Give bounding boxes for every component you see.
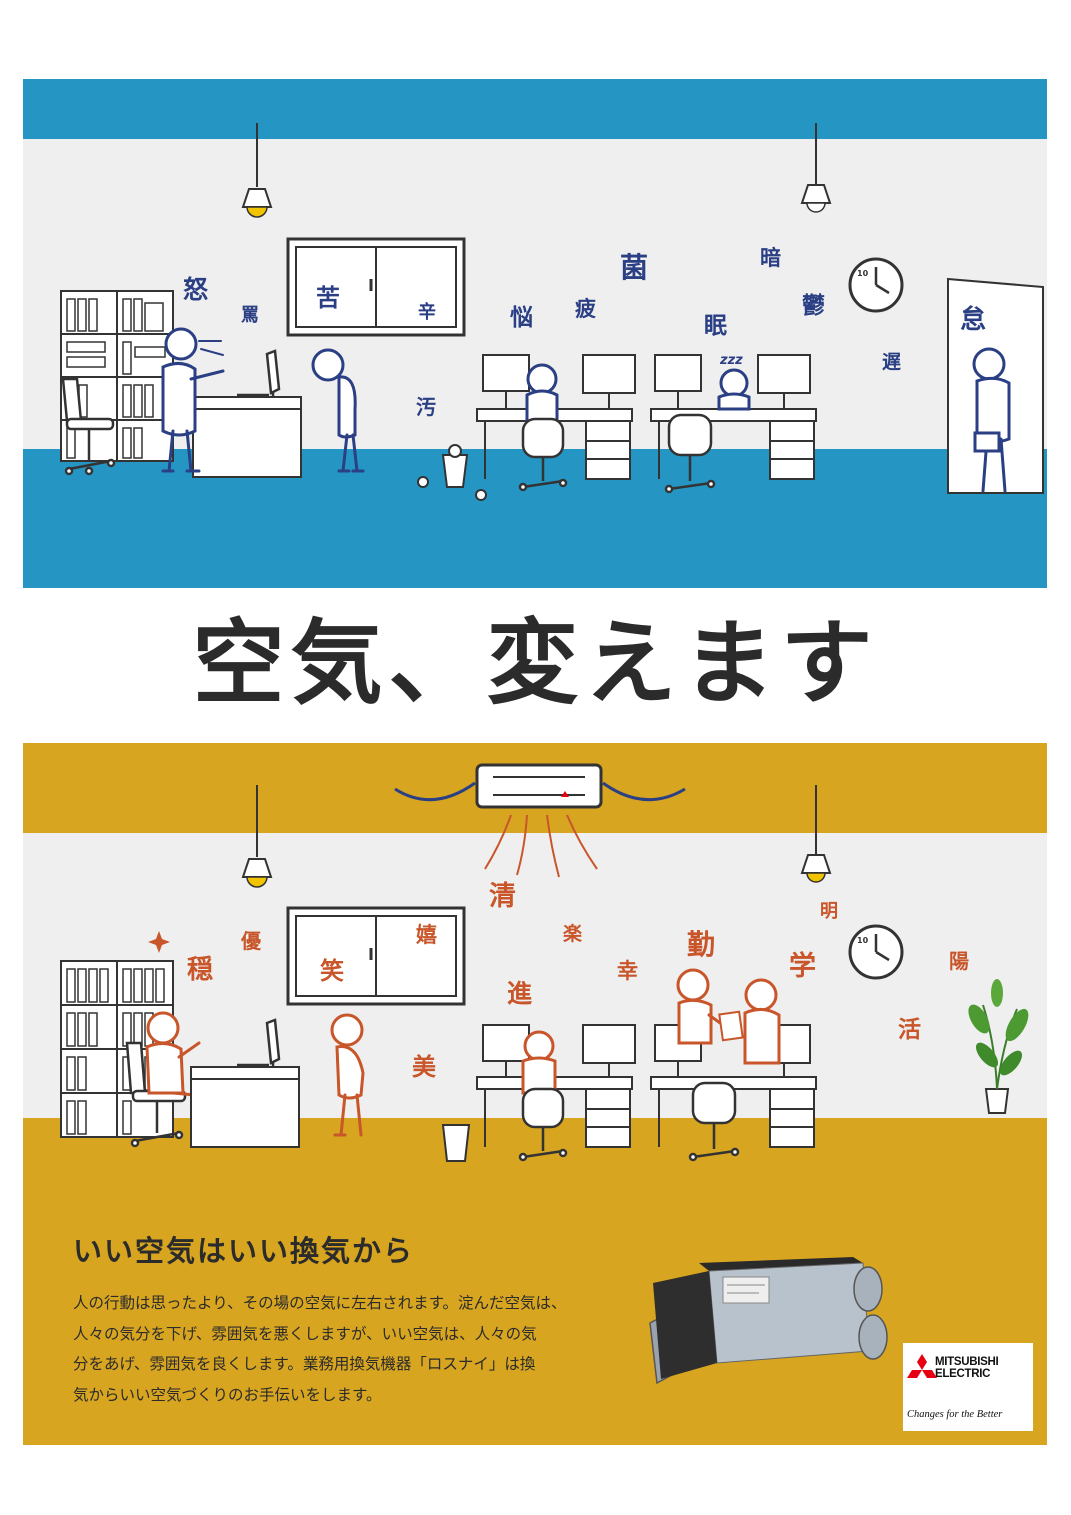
positive-kanji-happy: 嬉 [416,923,437,947]
brand-name-line2: ELECTRIC [935,1368,991,1380]
body-line: 分をあげ、雰囲気を良くします。業務用換気機器「ロスナイ」は換 [73,1355,536,1373]
stress-kanji-lazy: 怠 [960,305,987,335]
ceiling-lamp-icon [800,123,832,213]
office-chair-icon [518,417,568,492]
positive-kanji-lively: 活 [898,1017,921,1043]
office-chair-icon [125,1041,187,1148]
positive-kanji-progress: 進 [507,979,533,1008]
sleeping-worker-figure [717,368,751,411]
office-chair-icon [688,1081,740,1162]
fresh-office-scene [23,743,1047,1445]
brand-tagline: Changes for the Better [907,1409,1003,1420]
angry-manager-figure [161,327,225,473]
window-icon [286,906,466,1006]
body-line: 人の行動は思ったより、その場の空気に左右されます。淀んだ空気は、 [73,1294,567,1312]
stress-kanji-suffering: 苦 [316,284,340,312]
stress-kanji-bitter: 辛 [418,302,436,323]
positive-kanji-beauty: 美 [412,1053,436,1081]
discussing-worker-figure [676,968,725,1045]
wall-clock-icon [848,924,904,980]
positive-kanji-fun: 楽 [563,923,583,945]
body-line: 気からいい空気づくりのお手伝いをします。 [73,1385,382,1404]
stale-office-scene [23,79,1047,588]
bookshelf-icon [60,290,174,462]
positive-kanji-smile: 笑 [320,957,344,985]
mitsubishi-electric-logo: MITSUBISHI ELECTRIC Changes for the Bett… [903,1343,1033,1431]
office-chair-icon [664,413,716,494]
late-worker-figure [972,347,1011,493]
three-diamonds-logo-icon [907,1354,937,1378]
bowing-worker-figure [311,348,365,473]
stress-kanji-germ: 菌 [620,251,649,284]
stress-kanji-dirty: 汚 [416,395,436,419]
positive-kanji-learn: 学 [789,951,816,982]
stale-air-illustration: 怒 罵 苦 辛 汚 悩 疲 菌 暗 眠 zzz 鬱 遅 怠 10 [23,79,1047,588]
stress-kanji-dark: 暗 [760,246,781,270]
fresh-air-illustration: 穏 優 笑 嬉 清 楽 進 美 幸 勤 学 明 陽 活 10 [23,743,1047,1445]
sparkle-icon [148,931,170,953]
focused-worker-figure [521,1030,557,1095]
window-icon [286,237,466,337]
office-chair-icon [518,1087,568,1162]
worried-worker-figure [525,363,559,429]
computer-monitor-icon [237,1018,281,1067]
stress-kanji-worry: 悩 [510,305,533,331]
positive-kanji-fortune: 幸 [617,959,638,983]
body-copy: 人の行動は思ったより、その場の空気に左右されます。淀んだ空気は、 人々の気分を下… [73,1288,613,1410]
stress-kanji-abuse: 罵 [241,305,259,326]
positive-kanji-sunny: 陽 [949,949,969,973]
positive-kanji-clean: 清 [489,881,516,912]
bookshelf-icon [60,960,174,1138]
clock-number-label: 10 [857,936,869,945]
ceiling-lamp-icon [241,785,273,888]
zzz-label: zzz [720,353,743,368]
computer-monitor-icon [237,349,281,397]
stress-kanji-depression: 鬱 [802,293,825,319]
wall-clock-icon [848,257,904,313]
thinking-worker-figure [330,1013,365,1137]
body-line: 人々の気分を下げ、雰囲気を悪くしますが、いい空気は、人々の気 [73,1324,537,1343]
positive-kanji-bright: 明 [820,901,838,922]
ceiling-lamp-icon [800,785,832,883]
stress-kanji-sleep: 眠 [704,313,727,339]
ceiling-lamp-icon [241,123,273,218]
main-headline: 空気、変えます [192,609,879,717]
desk-icon [190,1066,300,1148]
positive-kanji-calm: 穏 [187,955,214,985]
positive-kanji-gentle: 優 [241,929,261,953]
document-icon [718,1010,744,1042]
desk-icon [192,396,302,478]
lossnay-unit-icon [649,1257,888,1385]
trash-bin-icon [441,1124,471,1162]
office-chair-icon [61,377,116,476]
discussing-worker-figure [743,978,781,1065]
brand-name-line1: MITSUBISHI [935,1356,999,1368]
stress-kanji-tired: 疲 [575,297,596,321]
clock-number-label: 10 [857,269,869,278]
stress-kanji-anger: 怒 [183,275,209,304]
trash-bin-icon [417,444,487,501]
potted-plant-icon [968,979,1029,1114]
subheading: いい空気はいい換気から [73,1234,415,1268]
stress-kanji-late: 遅 [882,351,902,373]
positive-kanji-diligence: 勤 [687,928,716,961]
ceiling-ventilation-unit-icon [394,763,686,878]
